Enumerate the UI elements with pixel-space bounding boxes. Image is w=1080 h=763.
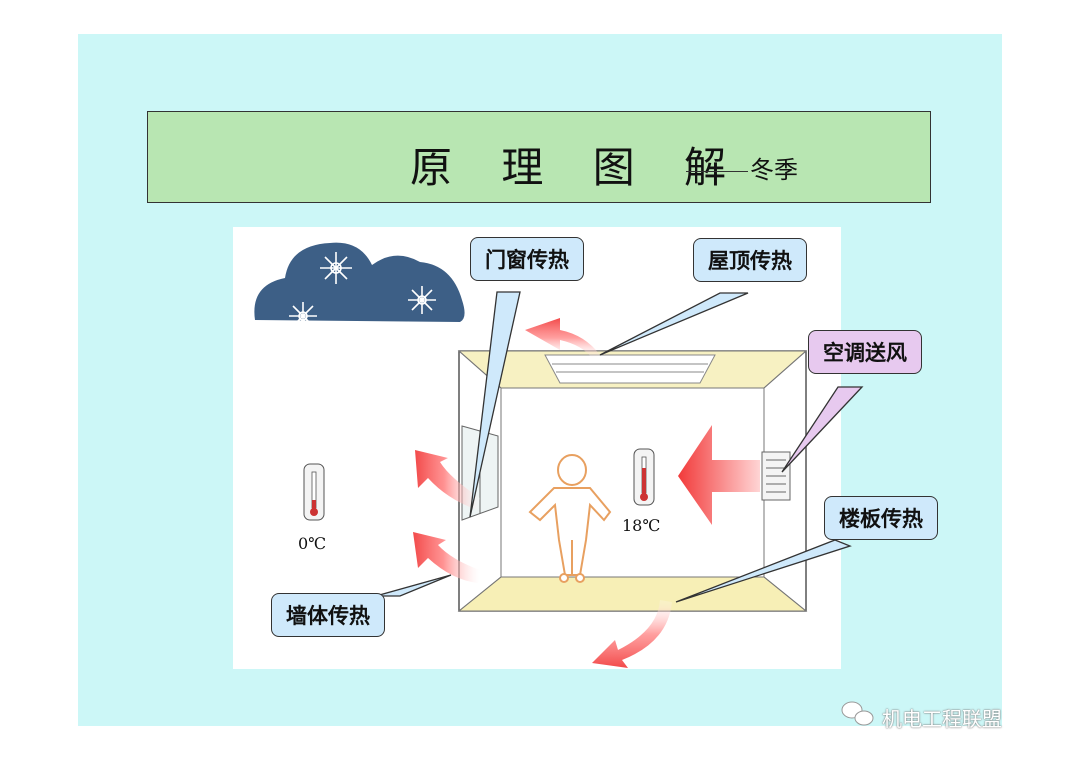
callout-floor: 楼板传热 [824, 496, 938, 540]
indoor-temperature: 18℃ [622, 516, 661, 535]
heat-arrow-roof [525, 318, 600, 358]
heat-arrow-ac [678, 425, 760, 525]
page-subtitle: 冬季 [686, 150, 798, 185]
callout-pointers [375, 291, 864, 603]
person-icon [528, 454, 612, 583]
snowflake-icon [289, 252, 436, 330]
callout-ac-supply: 空调送风 [808, 330, 922, 374]
ceiling-vent [544, 354, 716, 384]
heat-arrow-wall [413, 532, 480, 583]
snow-cloud-icon [254, 242, 465, 330]
outdoor-temperature: 0℃ [298, 534, 327, 553]
heat-arrow-door [415, 450, 480, 510]
callout-roof: 屋顶传热 [693, 238, 807, 282]
wechat-icon [841, 701, 874, 726]
heat-arrow-floor [592, 600, 672, 668]
thermometer-icon [633, 448, 655, 506]
watermark-text: 机电工程联盟 [882, 707, 1002, 731]
title-banner [147, 111, 931, 203]
dash-line [686, 170, 748, 172]
page-title: 原 理 图 解 [410, 143, 745, 192]
callout-door-window: 门窗传热 [470, 237, 584, 281]
season-label: 冬季 [750, 156, 798, 184]
thermometer-icon [303, 463, 325, 521]
ac-unit [761, 451, 791, 501]
room-floor [457, 576, 808, 612]
callout-wall: 墙体传热 [271, 593, 385, 637]
